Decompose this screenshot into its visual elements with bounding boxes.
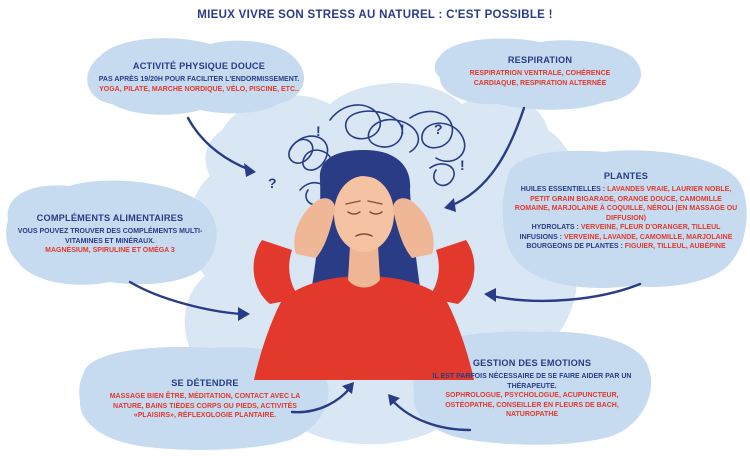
brow-left: [345, 200, 361, 205]
cloud-plantes: [502, 150, 747, 288]
items-bourgeons: FIGUIER, TILLEUL, AUBÉPINE: [624, 243, 726, 251]
scribble-left: [288, 135, 333, 171]
arrowhead-activite: [244, 163, 256, 177]
arrowhead-gestion: [388, 394, 400, 406]
glyph-question-1: ?: [268, 175, 277, 191]
arrow-respiration: [448, 106, 526, 208]
label-huiles-essentielles: HUILES ESSENTIELLES :: [520, 186, 608, 194]
eye-left: [347, 211, 361, 215]
box-se-detendre: SE DÉTENDRE MASSAGE BIEN ÊTRE, MÉDITATIO…: [94, 377, 316, 421]
cloud-respiration: [434, 38, 641, 110]
arrow-heads: [238, 163, 496, 406]
items-huiles-essentielles: LAVANDES VRAIE, LAURIER NOBLE, PETIT GRA…: [514, 186, 738, 222]
desc-activite: PAS APRÈS 19/20H POUR FACILITER L'ENDORM…: [98, 76, 300, 84]
items-gestion: SOPHROLOGUE, PSYCHOLOGUE, ACUPUNCTEUR, O…: [445, 392, 619, 419]
heading-plantes: PLANTES: [603, 171, 649, 181]
label-bourgeons: BOURGEONS DE PLANTES :: [526, 243, 625, 251]
woman-illustration: [253, 150, 475, 380]
arrow-plantes: [490, 282, 642, 303]
page-title: MIEUX VIVRE SON STRESS AU NATUREL : C'ES…: [197, 9, 553, 21]
arrowhead-plantes: [484, 288, 496, 302]
arrowhead-complements: [238, 307, 250, 321]
desc-complements: VOUS POUVEZ TROUVER DES COMPLÉMENTS MULT…: [17, 228, 203, 245]
neck: [348, 246, 380, 288]
shirt: [254, 276, 474, 380]
heading-gestion: GESTION DES EMOTIONS: [472, 358, 592, 368]
items-hydrolats: VERVEINE, FLEUR D'ORANGER, TILLEUL: [580, 224, 721, 232]
line-huiles-essentielles: HUILES ESSENTIELLES : LAVANDES VRAIE, LA…: [512, 185, 740, 223]
hand-right: [392, 198, 434, 258]
arm-left: [253, 240, 300, 304]
scribble-right: [409, 110, 466, 163]
line-hydrolats: HYDROLATS : VERVEINE, FLEUR D'ORANGER, T…: [512, 223, 740, 232]
box-gestion-emotions: GESTION DES EMOTIONS IL EST PARFOIS NÉCE…: [424, 357, 640, 420]
heading-detendre: SE DÉTENDRE: [171, 378, 239, 388]
mouth: [355, 233, 373, 237]
desc-gestion: IL EST PARFOIS NÉCESSAIRE DE SE FAIRE AI…: [432, 373, 632, 390]
face: [334, 176, 394, 252]
glyph-question-2: ?: [434, 121, 443, 137]
cloud-complements: [6, 180, 217, 285]
arrow-gestion: [390, 398, 472, 432]
box-activite-physique: ACTIVITÉ PHYSIQUE DOUCE PAS APRÈS 19/20H…: [92, 60, 306, 94]
cloud-gestion: [413, 331, 652, 445]
heading-activite: ACTIVITÉ PHYSIQUE DOUCE: [132, 61, 266, 71]
label-hydrolats: HYDROLATS :: [531, 224, 581, 232]
label-infusions: INFUSIONS :: [519, 233, 564, 241]
arm-right: [428, 240, 475, 304]
box-complements: COMPLÉMENTS ALIMENTAIRES VOUS POUVEZ TRO…: [12, 212, 208, 256]
arrowhead-respiration: [444, 198, 456, 212]
arrows: [128, 106, 642, 432]
scribble-glyphs: ? ? ! ! !: [268, 121, 465, 191]
arrow-complements: [128, 280, 244, 316]
items-respiration: RESPIRATRION VENTRALE, COHÉRENCE CARDIAQ…: [469, 70, 611, 87]
line-bourgeons: BOURGEONS DE PLANTES : FIGUIER, TILLEUL,…: [512, 242, 740, 251]
glyph-exclaim-3: !: [460, 157, 465, 173]
heading-respiration: RESPIRATION: [507, 55, 573, 65]
items-activite: YOGA, PILATE, MARCHE NORDIQUE, VÉLO, PIS…: [99, 85, 299, 93]
facial-features: [345, 200, 383, 237]
heading-complements: COMPLÉMENTS ALIMENTAIRES: [36, 213, 184, 223]
box-plantes: PLANTES HUILES ESSENTIELLES : LAVANDES V…: [512, 170, 740, 251]
arrow-detendre: [290, 386, 352, 414]
brow-right: [367, 200, 383, 205]
scribble-center: [329, 104, 420, 153]
items-complements: MAGNÉSIUM, SPIRULINE ET OMÉGA 3: [45, 247, 175, 255]
eye-right: [369, 211, 383, 215]
line-infusions: INFUSIONS : VERVEINE, LAVANDE, CAMOMILLE…: [512, 233, 740, 242]
items-detendre: MASSAGE BIEN ÊTRE, MÉDITATION, CONTACT A…: [109, 393, 301, 420]
glyph-exclaim-1: !: [316, 123, 321, 139]
box-respiration: RESPIRATION RESPIRATRION VENTRALE, COHÉR…: [452, 54, 628, 88]
items-infusions: VERVEINE, LAVANDE, CAMOMILLE, MARJOLAINE: [563, 233, 733, 241]
hand-left: [294, 198, 336, 258]
arrow-activite: [186, 116, 252, 172]
hair-front: [330, 156, 399, 196]
glyph-exclaim-2: !: [400, 121, 405, 137]
arrowhead-detendre: [342, 382, 354, 394]
cloud-activite: [87, 38, 305, 115]
